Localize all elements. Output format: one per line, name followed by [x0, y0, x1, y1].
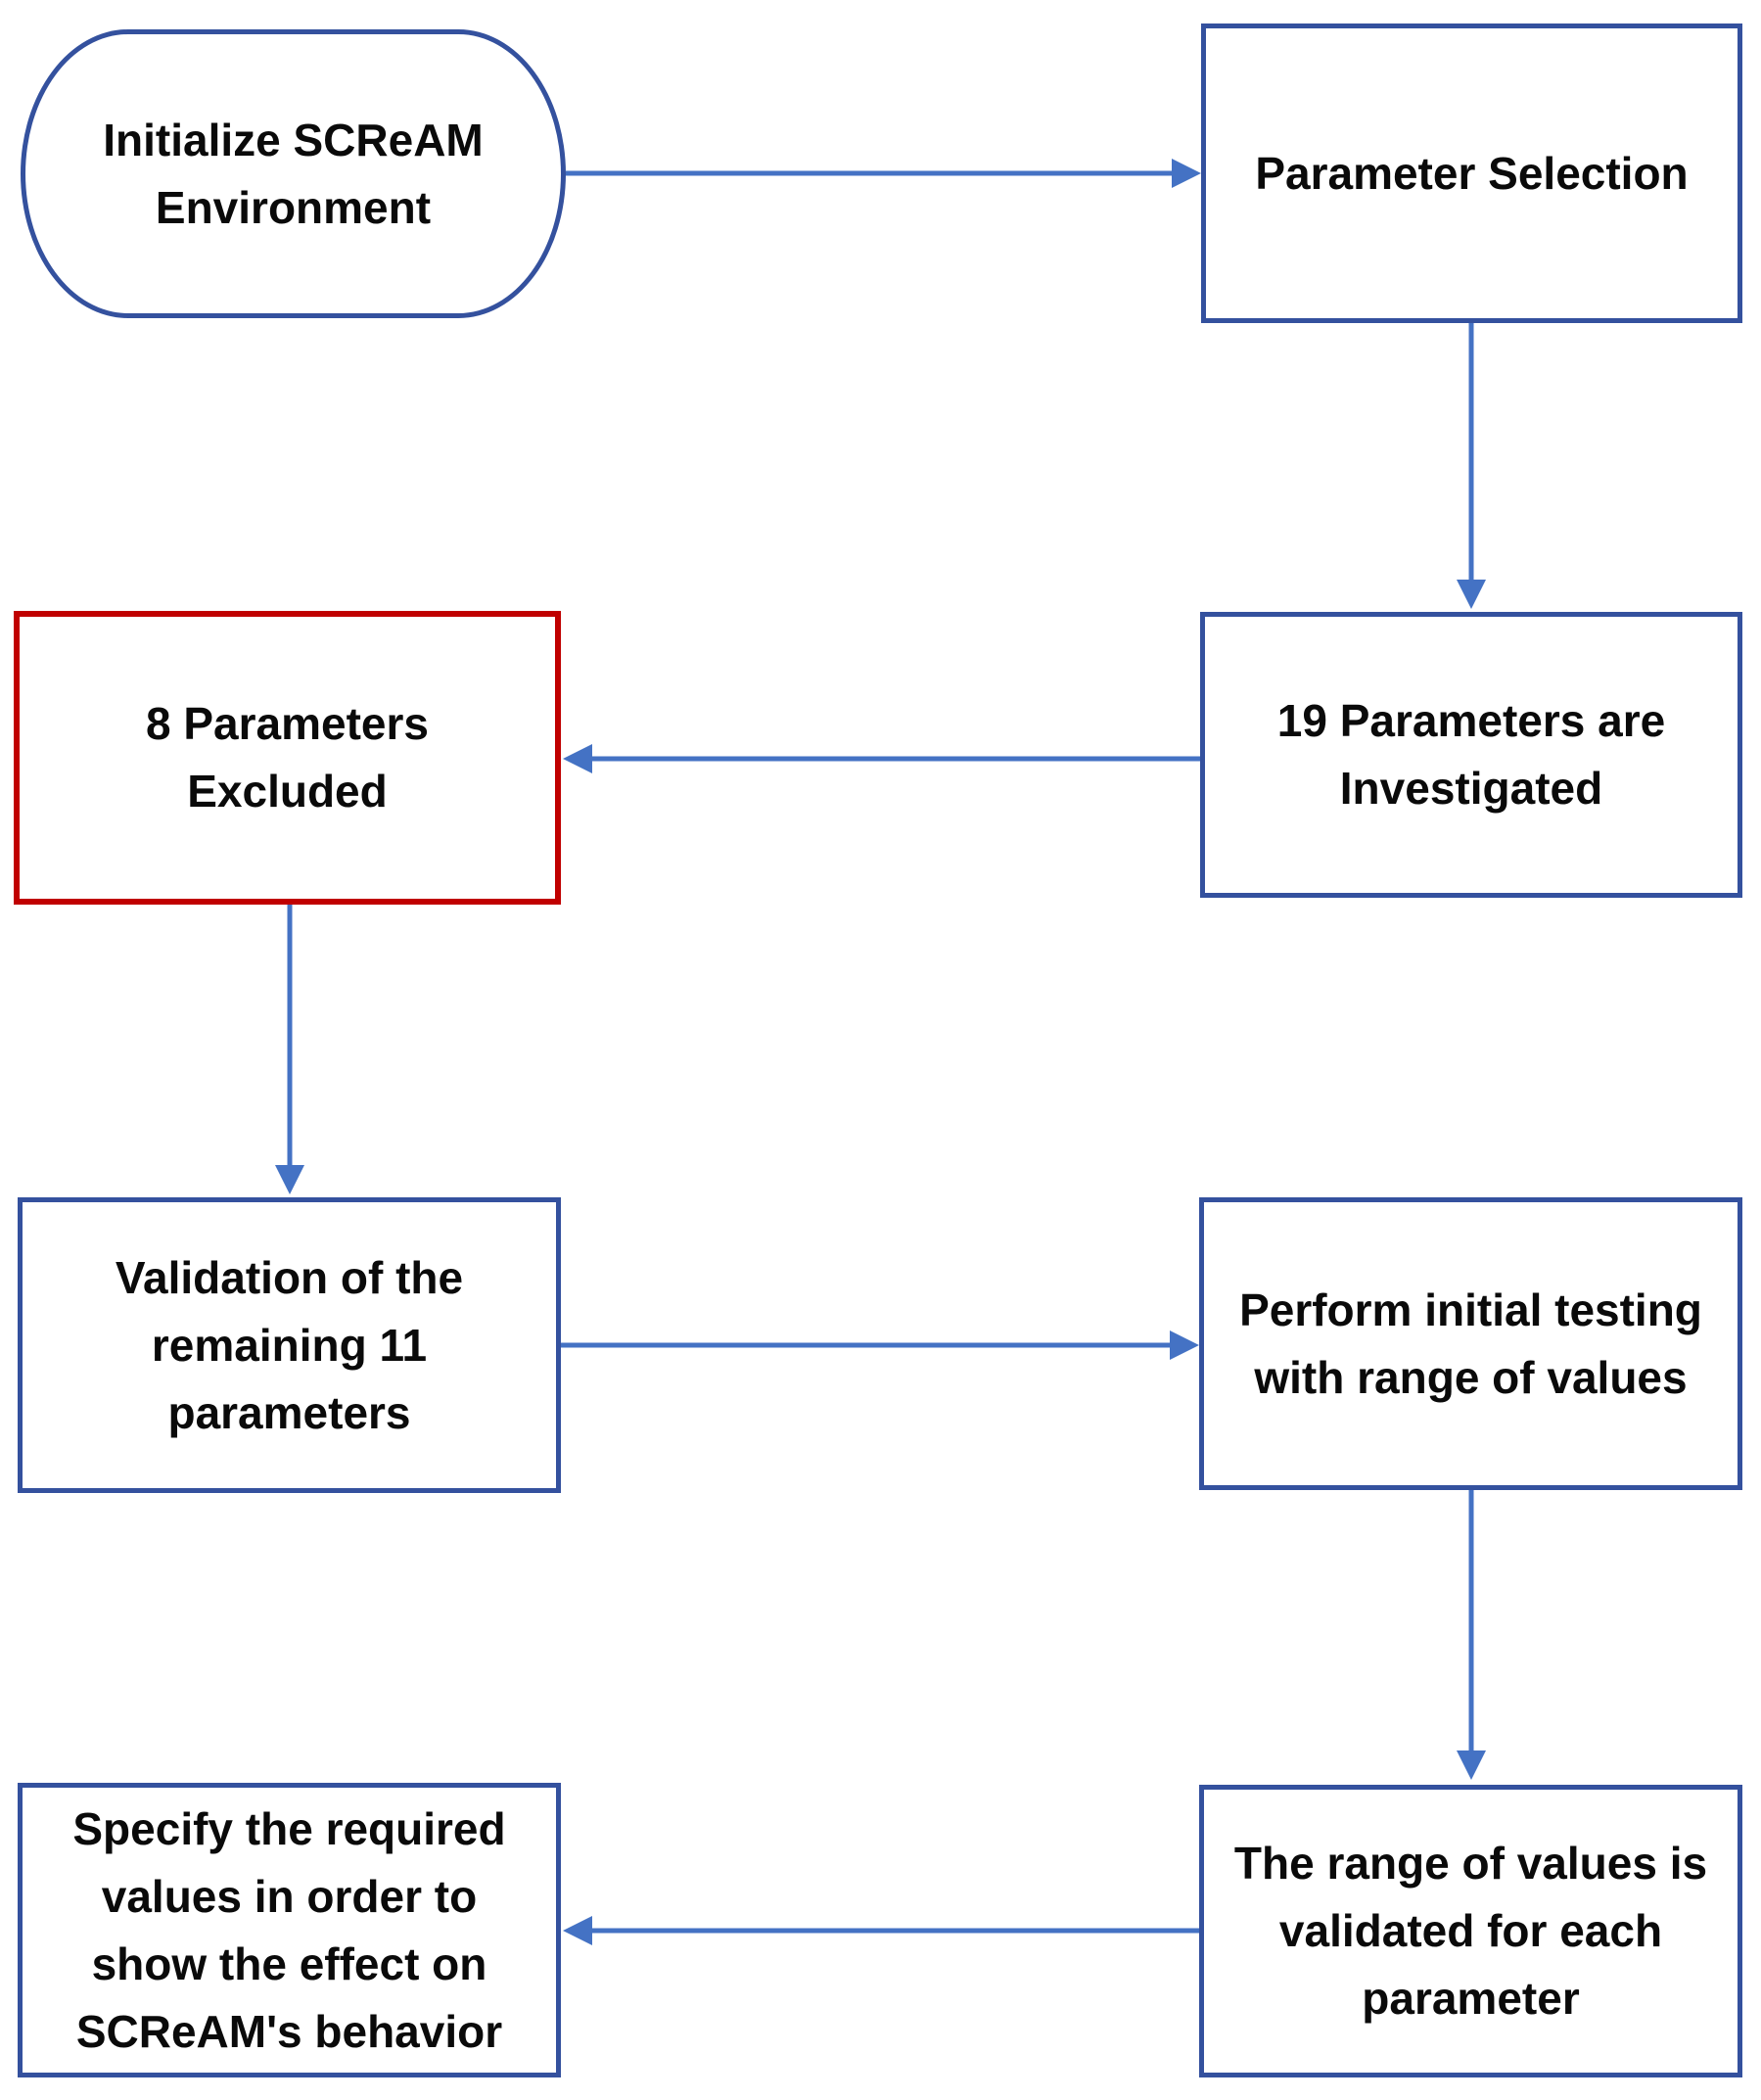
arrow-start-to-parameter-selection [566, 159, 1201, 188]
node-perform-initial-testing: Perform initial testing with range of va… [1199, 1197, 1742, 1490]
node-validation-remaining-parameters: Validation of the remaining 11 parameter… [18, 1197, 561, 1493]
node-label: Perform initial testing with range of va… [1239, 1283, 1702, 1403]
node-19-parameters-investigated: 19 Parameters are Investigated [1200, 612, 1742, 898]
node-label: Parameter Selection [1255, 147, 1689, 199]
node-8-parameters-excluded: 8 Parameters Excluded [14, 611, 561, 905]
arrow-excluded-to-validation [275, 905, 304, 1194]
arrow-testing-to-range [1457, 1490, 1486, 1780]
node-label: Specify the required values in order to … [72, 1802, 506, 2057]
node-specify-required-values: Specify the required values in order to … [18, 1783, 561, 2077]
node-label: Validation of the remaining 11 parameter… [115, 1251, 464, 1438]
node-range-of-values-validated: The range of values is validated for eac… [1199, 1785, 1742, 2077]
arrow-range-to-specify [563, 1916, 1199, 1945]
node-label: Initialize SCReAM Environment [103, 114, 484, 233]
arrow-parameter-selection-to-investigated [1457, 323, 1486, 609]
arrow-validation-to-testing [561, 1330, 1199, 1360]
node-label: 8 Parameters Excluded [146, 698, 429, 817]
node-label: The range of values is validated for eac… [1233, 1838, 1708, 2024]
node-label: 19 Parameters are Investigated [1276, 695, 1666, 814]
node-parameter-selection: Parameter Selection [1201, 23, 1742, 323]
arrow-investigated-to-excluded [563, 744, 1200, 773]
node-initialize-scream-environment: Initialize SCReAM Environment [21, 29, 566, 318]
